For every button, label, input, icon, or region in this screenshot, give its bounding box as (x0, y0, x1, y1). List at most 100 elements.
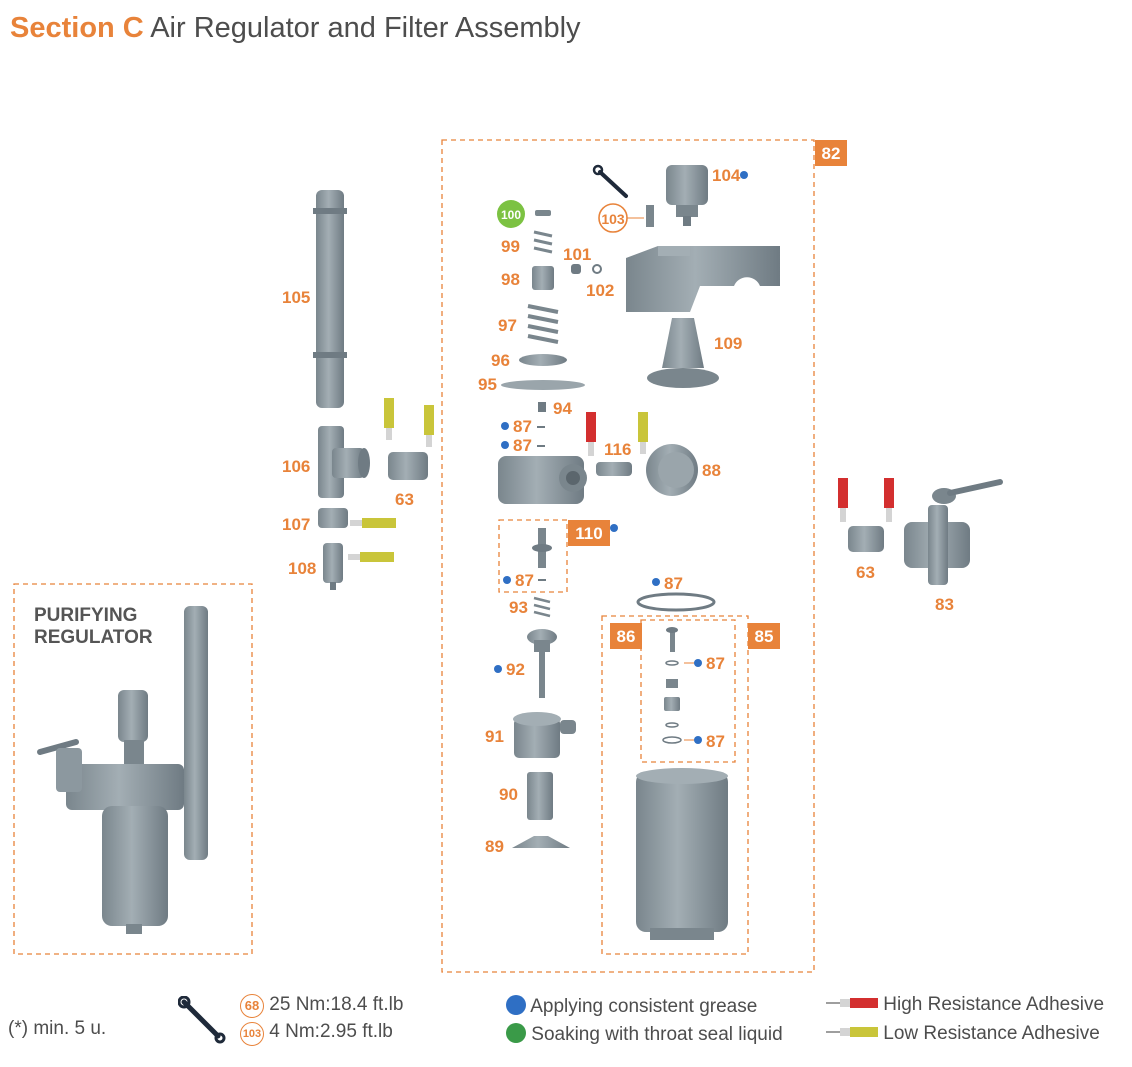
assembly-box-110 (498, 519, 568, 593)
part-number-88: 88 (702, 461, 721, 480)
low-adhesive-tube-icon (638, 412, 648, 454)
grease-legend: Applying consistent grease (506, 995, 757, 1018)
part-number-89: 89 (485, 837, 504, 856)
part-63-adapter (848, 526, 884, 552)
section-label: Section C (10, 12, 144, 44)
part-number-97: 97 (498, 316, 517, 335)
part-number-85: 85 (755, 627, 774, 646)
part-number-86: 86 (617, 627, 636, 646)
part-number-101: 101 (563, 245, 591, 264)
part-88-gauge (646, 444, 698, 496)
min-units-note: (*) min. 5 u. (8, 1018, 107, 1039)
grease-dot (740, 171, 748, 179)
purifying-label-line2: REGULATOR (34, 627, 153, 648)
assembly-box-85 (601, 615, 749, 955)
part-number-95: 95 (478, 375, 497, 394)
torque-legend-103: 103 4 Nm:2.95 ft.lb (240, 1021, 393, 1046)
part-number-87e: 87 (706, 654, 725, 673)
part-103-screw (646, 205, 654, 227)
page-title: Section C Air Regulator and Filter Assem… (10, 12, 581, 45)
purifying-regulator-box (13, 583, 253, 955)
part-92-valve (527, 629, 557, 698)
part-number-109: 109 (714, 334, 742, 353)
soak-legend: Soaking with throat seal liquid (506, 1023, 783, 1046)
part-109-bonnet (647, 318, 719, 388)
purifying-regulator-image (37, 606, 208, 934)
low-adhesive-tube-icon (348, 552, 394, 562)
part-number-116: 116 (604, 440, 631, 459)
high-adhesive-tube-icon (586, 412, 596, 456)
part-89-deflector (512, 836, 570, 848)
part-number-99: 99 (501, 237, 520, 256)
grease-dot (694, 736, 702, 744)
low-adhesive-legend-text: Low Resistance Adhesive (883, 1023, 1100, 1044)
part-116-fitting (596, 462, 632, 476)
part-98-bushing (532, 266, 554, 290)
high-adhesive-legend-text: High Resistance Adhesive (883, 994, 1105, 1015)
part-number-106: 106 (282, 457, 310, 476)
wrench-icon (178, 996, 226, 1044)
part-number-110: 110 (575, 524, 602, 543)
high-adhesive-tube-icon (884, 478, 894, 522)
part-91-seat (513, 712, 576, 758)
low-adhesive-tube-icon (350, 518, 396, 528)
part-63-adapter (388, 452, 428, 480)
part-106-tee (318, 426, 370, 498)
soak-dot-icon (506, 1023, 526, 1043)
torque-id: 103 (240, 1022, 264, 1046)
part-94-pin (538, 402, 546, 412)
low-adhesive-legend: Low Resistance Adhesive (826, 1023, 1100, 1045)
part-100-cap (535, 210, 551, 216)
purifying-label-line1: PURIFYING (34, 605, 137, 626)
part-102-oring (592, 264, 602, 274)
section-title: Air Regulator and Filter Assembly (150, 12, 581, 44)
part-86-drain (662, 627, 682, 744)
grease-dot (503, 576, 511, 584)
part-number-107: 107 (282, 515, 310, 534)
part-number-87c: 87 (515, 571, 534, 590)
part-93-spring (533, 596, 551, 618)
torque-id: 68 (240, 994, 264, 1018)
part-number-87d: 87 (664, 574, 683, 593)
part-number-98: 98 (501, 270, 520, 289)
low-adhesive-tube-icon (424, 405, 434, 447)
soak-legend-text: Soaking with throat seal liquid (531, 1024, 783, 1045)
assembly-box-82 (441, 139, 815, 973)
part-90-tube (527, 772, 553, 820)
low-adhesive-tube-icon (384, 398, 394, 440)
part-number-87a: 87 (513, 417, 532, 436)
label-box-110 (568, 520, 610, 546)
part-number-90: 90 (499, 785, 518, 804)
grease-dot (694, 659, 702, 667)
part-95-diaphragm (501, 380, 585, 390)
regulator-bracket (626, 246, 780, 312)
part-number-87b: 87 (513, 436, 532, 455)
soak-circle-100 (497, 200, 525, 228)
part-105-tube (313, 190, 347, 408)
torque-text: 25 Nm:18.4 ft.lb (269, 994, 404, 1015)
assembly-box-86 (640, 619, 736, 763)
label-box-86 (610, 623, 642, 649)
low-adhesive-tube-icon (826, 1027, 878, 1037)
part-108-nipple (323, 543, 343, 590)
torque-legend-68: 68 25 Nm:18.4 ft.lb (240, 994, 403, 1018)
part-number-105: 105 (282, 288, 310, 307)
part-number-96: 96 (491, 351, 510, 370)
part-85-filter-bowl (636, 768, 728, 940)
part-number-103: 103 (601, 211, 625, 227)
grease-legend-text: Applying consistent grease (530, 996, 758, 1017)
part-97-spring (527, 304, 559, 344)
part-number-87f: 87 (706, 732, 725, 751)
part-87-oring-large (636, 592, 716, 612)
part-number-94: 94 (553, 399, 572, 418)
part-107-plug (318, 508, 348, 528)
part-number-82: 82 (822, 144, 841, 163)
part-number-83: 83 (935, 595, 954, 614)
grease-dot (501, 441, 509, 449)
wrench-icon (592, 164, 628, 198)
label-box-82 (815, 140, 847, 166)
part-number-102: 102 (586, 281, 614, 300)
part-number-100: 100 (501, 208, 521, 222)
grease-dot-icon (506, 995, 526, 1015)
